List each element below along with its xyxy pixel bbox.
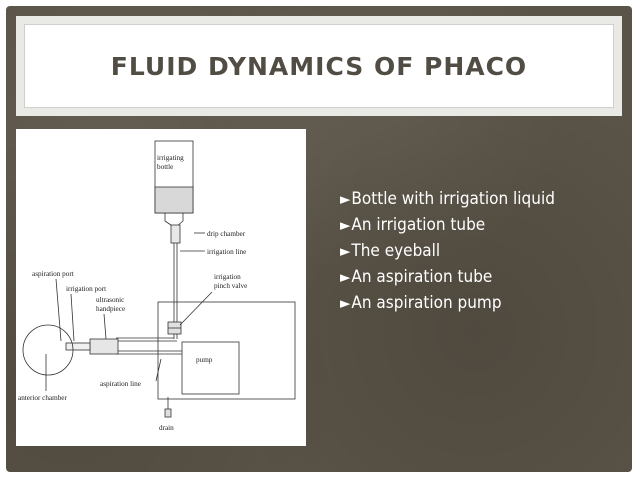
bullet-item: ►An irrigation tube [340, 212, 630, 238]
eyeball-circle [22, 324, 74, 376]
title-box: FLUID DYNAMICS OF PHACO [24, 24, 614, 108]
diagram-svg: irrigating bottle drip chamber irrigatio… [18, 140, 296, 432]
bullet-text: The eyeball [351, 241, 441, 261]
label-aspiration-port: aspiration port [32, 270, 74, 278]
label-irrigating-bottle-1: irrigating [157, 154, 184, 162]
bullet-text: An irrigation tube [351, 215, 486, 235]
arrow-bullet-icon: ► [340, 190, 351, 208]
label-drain: drain [159, 424, 174, 432]
slide: FLUID DYNAMICS OF PHACO [6, 6, 632, 472]
title-frame: FLUID DYNAMICS OF PHACO [16, 16, 622, 116]
drain-outlet [164, 408, 172, 418]
arrow-bullet-icon: ► [340, 268, 351, 286]
console-box [157, 301, 296, 400]
label-handpiece-1: ultrasonic [96, 296, 124, 304]
bullet-item: ►An aspiration pump [340, 290, 630, 316]
label-irrigation-line: irrigation line [207, 248, 246, 256]
arrow-bullet-icon: ► [340, 294, 351, 312]
label-pump: pump [196, 356, 213, 364]
label-pinch-valve-1: irrigation [214, 273, 241, 281]
arrow-bullet-icon: ► [340, 242, 351, 260]
bullet-item: ►The eyeball [340, 238, 630, 264]
label-handpiece-2: handpiece [96, 305, 125, 313]
phaco-fluidics-diagram: irrigating bottle drip chamber irrigatio… [16, 129, 306, 446]
label-aspiration-line: aspiration line [100, 380, 141, 388]
label-pinch-valve-2: pinch valve [214, 282, 247, 290]
bullet-text: An aspiration tube [351, 267, 493, 287]
bullet-item: ►An aspiration tube [340, 264, 630, 290]
label-anterior-chamber: anterior chamber [18, 394, 67, 402]
label-irrigation-port: irrigation port [66, 285, 106, 293]
bullet-item: ►Bottle with irrigation liquid [340, 186, 630, 212]
arrow-bullet-icon: ► [340, 216, 351, 234]
slide-title: FLUID DYNAMICS OF PHACO [110, 51, 528, 81]
label-drip-chamber: drip chamber [207, 230, 246, 238]
handpiece [89, 338, 119, 355]
label-irrigating-bottle-2: bottle [157, 163, 173, 171]
drip-chamber [170, 224, 181, 244]
bullet-list: ►Bottle with irrigation liquid ►An irrig… [340, 186, 630, 316]
pump-box [181, 341, 240, 395]
bottle-liquid [154, 186, 194, 214]
bullet-text: An aspiration pump [351, 293, 502, 313]
bullet-text: Bottle with irrigation liquid [351, 189, 555, 209]
